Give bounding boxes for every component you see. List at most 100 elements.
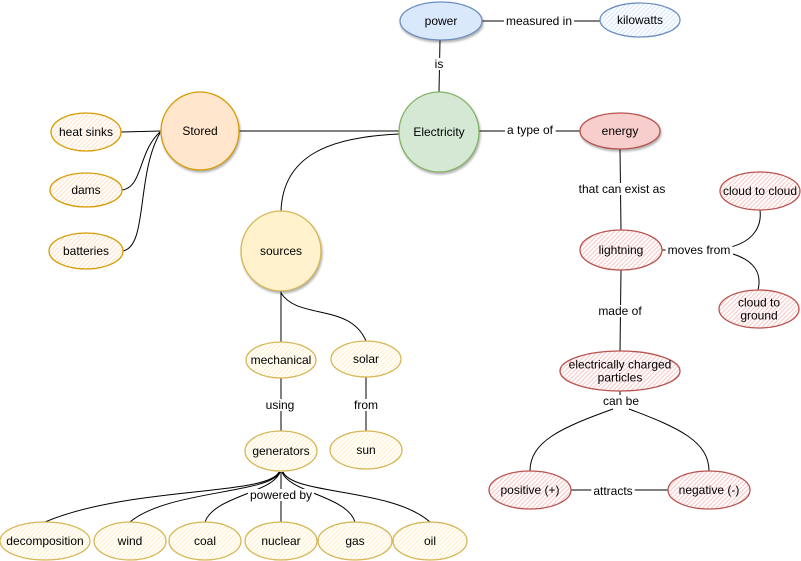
node-label-nuclear: nuclear xyxy=(261,534,300,548)
edge-label-text: a type of xyxy=(507,123,554,137)
edge-label-lightning-particles[interactable]: made of xyxy=(596,304,645,318)
edge-label-mechanical-generators[interactable]: using xyxy=(263,398,297,412)
edges xyxy=(44,20,761,523)
node-cloud-to-cloud[interactable] xyxy=(719,171,801,211)
node-solar[interactable] xyxy=(330,340,402,378)
edge-label-positive-negative[interactable]: attracts xyxy=(591,484,635,498)
edge-label-background xyxy=(352,399,381,411)
node-label-oil: oil xyxy=(424,534,436,548)
edge-label-background xyxy=(600,395,642,407)
edge-moves-from-cloud-to-cloud[interactable] xyxy=(730,209,761,248)
node-nuclear[interactable] xyxy=(244,521,318,561)
node-label-stored: Stored xyxy=(182,124,217,138)
edge-label-background xyxy=(576,183,668,195)
edge-label-text: measured in xyxy=(506,14,572,28)
edge-label-text: from xyxy=(354,398,378,412)
edge-label-background xyxy=(504,124,556,136)
node-sources[interactable] xyxy=(240,210,322,292)
edge-can-be-negative[interactable] xyxy=(628,408,710,472)
node-label-cloud-to-cloud: cloud to cloud xyxy=(723,184,797,198)
node-cloud-to-ground[interactable] xyxy=(718,289,800,329)
edge-label-particles-can-be[interactable]: can be xyxy=(600,394,642,408)
edge-label-background xyxy=(591,485,635,497)
edge-generators-decomposition[interactable] xyxy=(44,471,280,523)
node-power[interactable] xyxy=(399,1,483,41)
edge-label-text: can be xyxy=(603,394,639,408)
edge-label-background xyxy=(503,15,575,27)
node-batteries[interactable] xyxy=(48,232,124,270)
edge-label-energy-lightning[interactable]: that can exist as xyxy=(576,182,668,196)
node-decomposition[interactable] xyxy=(0,521,91,561)
edge-label-electricity-energy[interactable]: a type of xyxy=(504,123,556,137)
node-label-energy: energy xyxy=(602,124,639,138)
edge-label-text: that can exist as xyxy=(579,182,666,196)
edge-generators-oil[interactable] xyxy=(282,471,431,523)
node-label-mechanical: mechanical xyxy=(251,353,312,367)
edge-generators-wind[interactable] xyxy=(129,471,281,523)
node-positive[interactable] xyxy=(488,470,572,510)
node-label-electricity: Electricity xyxy=(413,125,464,139)
edge-label-text: made of xyxy=(598,304,642,318)
edge-generators-gas[interactable] xyxy=(281,471,356,523)
edge-label-text: attracts xyxy=(593,484,632,498)
node-label-negative: negative (-) xyxy=(679,483,740,497)
node-label-batteries: batteries xyxy=(63,244,109,258)
node-label-sun: sun xyxy=(356,443,375,457)
node-label-generators: generators xyxy=(252,444,309,458)
edge-label-text: moves from xyxy=(668,243,731,257)
node-label-coal: coal xyxy=(194,534,216,548)
node-dams[interactable] xyxy=(49,172,123,208)
edge-batteries-stored[interactable] xyxy=(122,132,161,252)
edge-label-text: using xyxy=(266,398,295,412)
edge-label-background xyxy=(596,305,645,317)
edge-sources-solar[interactable] xyxy=(280,292,367,342)
node-generators[interactable] xyxy=(244,430,318,472)
node-label-solar: solar xyxy=(353,352,379,366)
edge-label-background xyxy=(247,489,315,501)
node-gas[interactable] xyxy=(317,521,393,561)
edge-label-solar-sun[interactable]: from xyxy=(352,398,381,412)
node-oil[interactable] xyxy=(392,521,468,561)
node-electricity[interactable] xyxy=(398,91,480,173)
node-kilowatts[interactable] xyxy=(599,2,681,38)
edge-label-lightning-moves-from[interactable]: moves from xyxy=(665,243,733,257)
edge-label-power-electricity[interactable]: is xyxy=(432,57,446,71)
node-label-heat-sinks: heat sinks xyxy=(59,125,113,139)
edge-electricity-sources[interactable] xyxy=(280,133,400,212)
edge-label-generators-nuclear[interactable]: powered by xyxy=(247,488,315,502)
node-label-kilowatts: kilowatts xyxy=(617,13,663,27)
node-mechanical[interactable] xyxy=(245,341,317,379)
edge-labels: measured in is a type of using from powered b… xyxy=(247,14,733,502)
node-heat-sinks[interactable] xyxy=(50,112,122,152)
edge-label-background xyxy=(432,58,446,70)
node-wind[interactable] xyxy=(93,521,167,561)
edge-generators-coal[interactable] xyxy=(204,471,281,523)
node-label-gas: gas xyxy=(345,534,364,548)
edge-label-text: powered by xyxy=(250,488,312,502)
node-label-positive: positive (+) xyxy=(500,483,559,497)
edge-label-text: is xyxy=(435,57,444,71)
edge-can-be-positive[interactable] xyxy=(529,408,614,472)
node-label-lightning: lightning xyxy=(599,243,644,257)
node-energy[interactable] xyxy=(579,112,661,150)
node-lightning[interactable] xyxy=(579,229,663,271)
node-coal[interactable] xyxy=(168,521,242,561)
edge-heat-sinks-stored[interactable] xyxy=(120,130,162,133)
edge-dams-stored[interactable] xyxy=(121,131,161,191)
edge-label-background xyxy=(263,399,297,411)
node-label-decomposition: decomposition xyxy=(6,534,83,548)
node-sun[interactable] xyxy=(329,430,403,470)
edge-label-power-kilowatts[interactable]: measured in xyxy=(503,14,575,28)
node-label-wind: wind xyxy=(117,534,143,548)
node-charged-particles[interactable] xyxy=(559,350,681,392)
edge-moves-from-cloud-to-ground[interactable] xyxy=(732,253,760,291)
node-label-dams: dams xyxy=(71,183,100,197)
node-stored[interactable] xyxy=(160,91,240,171)
node-label-sources: sources xyxy=(260,244,302,258)
node-negative[interactable] xyxy=(667,470,751,510)
edge-label-background xyxy=(665,244,733,256)
